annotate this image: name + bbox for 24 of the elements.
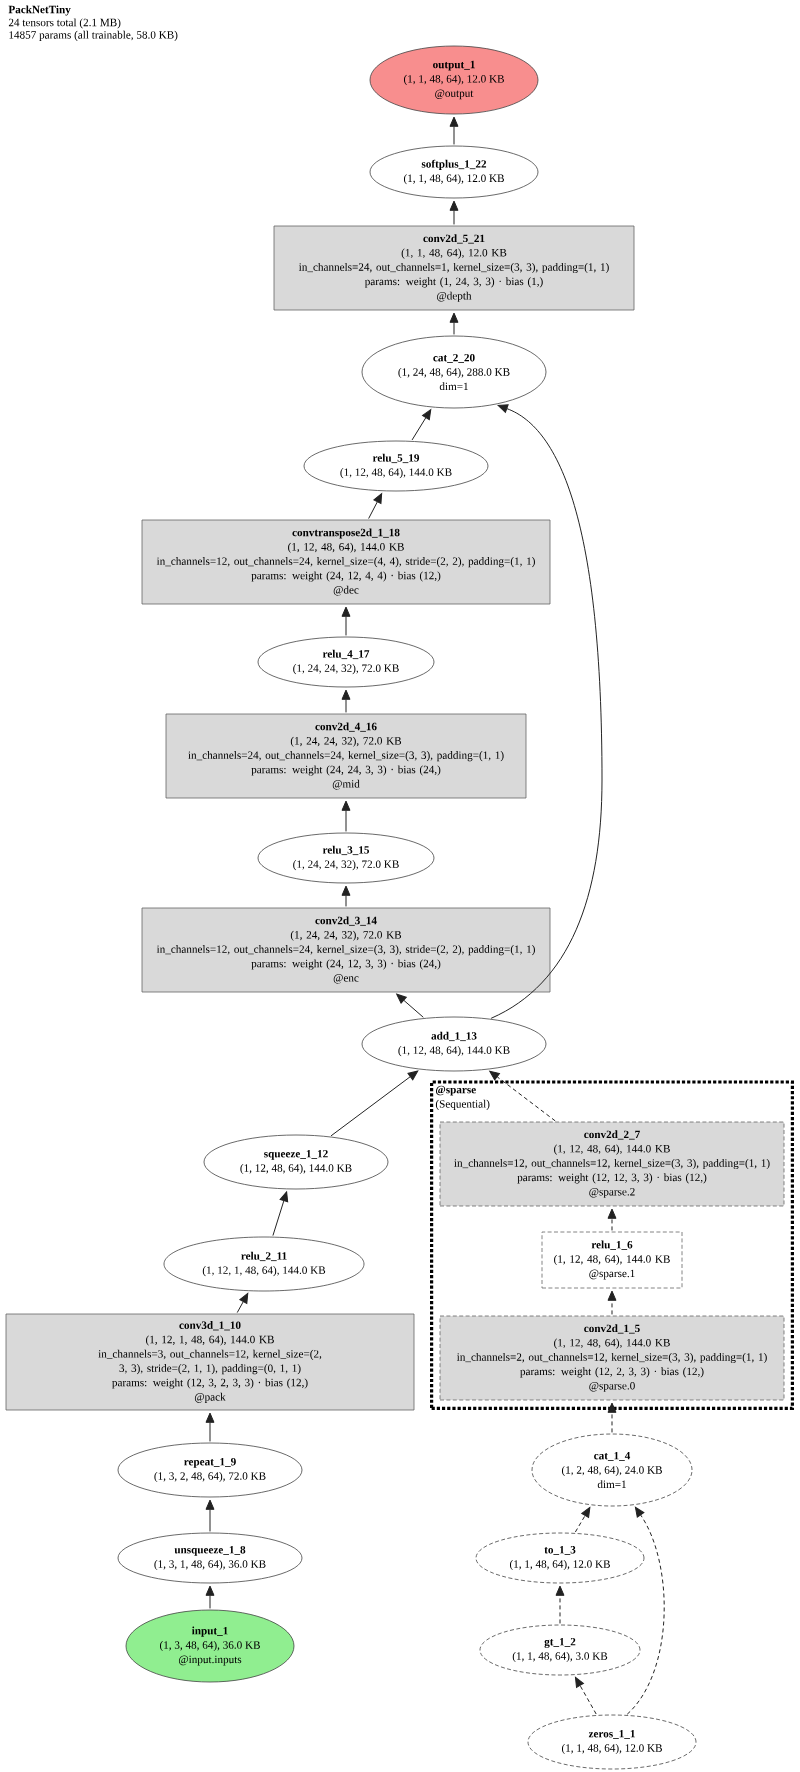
arrow: [489, 1070, 556, 1122]
arrow: [341, 606, 351, 636]
arrow: [449, 116, 459, 145]
arrow: [607, 1208, 617, 1231]
arrow: [368, 493, 383, 520]
arrow: [555, 1585, 565, 1624]
arrow: [607, 1402, 617, 1433]
arrow: [272, 1191, 289, 1237]
arrow: [205, 1585, 215, 1609]
arrow: [330, 1070, 419, 1137]
arrow: [449, 312, 459, 335]
arrow: [449, 200, 459, 225]
arrow: [236, 1292, 249, 1314]
arrow: [396, 993, 424, 1018]
arrow: [341, 885, 351, 907]
arrow: [205, 1412, 215, 1442]
arrow: [205, 1499, 215, 1532]
arrow: [411, 409, 432, 441]
arrow: [574, 1507, 591, 1533]
arrow: [341, 689, 351, 713]
arrow: [574, 1676, 597, 1715]
arrow: [607, 1290, 617, 1315]
arrow: [341, 800, 351, 832]
arrow: [626, 1506, 665, 1715]
